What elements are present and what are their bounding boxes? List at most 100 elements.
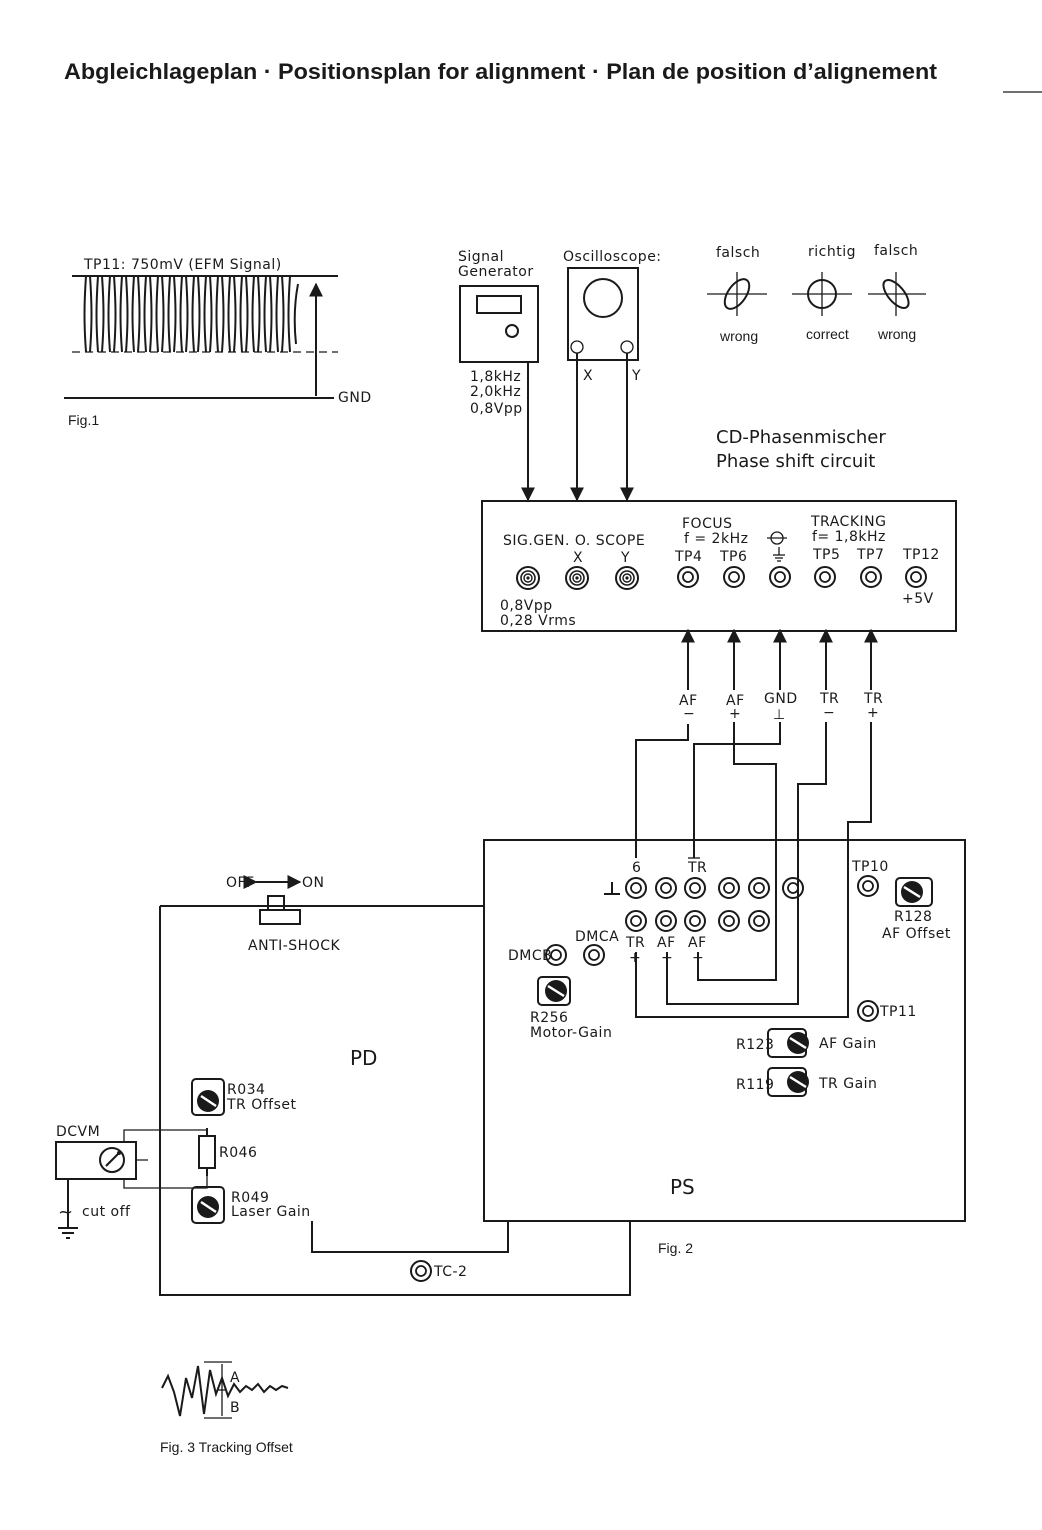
r256-label: R256 xyxy=(530,1010,568,1026)
pad-af-plus-sign: + xyxy=(661,950,673,966)
tp11-label: TP11 xyxy=(879,1004,917,1020)
cable-gnd-sign: ⊥ xyxy=(773,707,786,723)
tracking-label: TRACKING xyxy=(810,514,886,530)
tc2-testpoint[interactable] xyxy=(410,1260,432,1282)
ps-pad-r2-4[interactable] xyxy=(718,910,740,932)
signal-generator: Signal Generator 1,8kHz 2,0kHz 0,8Vpp xyxy=(458,249,539,417)
tracking-waveform xyxy=(161,1365,289,1417)
ps-pad-r2-1[interactable] xyxy=(625,910,647,932)
ps-pad-r1-3[interactable] xyxy=(684,877,706,899)
signal-generator-label-1: Signal xyxy=(458,249,504,265)
fig1-gnd-label: GND xyxy=(338,390,372,406)
bnc-sig-gen[interactable] xyxy=(516,566,540,590)
af-gain-label: AF Gain xyxy=(819,1036,877,1052)
pad-tr-plus-sign: + xyxy=(629,950,641,966)
ps-board: PS 6 TR DMCA DMCB TR + AF + AF − TP10 xyxy=(483,839,966,1222)
ps-pad-r1-4[interactable] xyxy=(718,877,740,899)
r128-label: R128 xyxy=(894,909,932,925)
ground-symbol-icon xyxy=(58,1227,78,1239)
cable-gnd-top: GND xyxy=(764,691,798,707)
fig3-tracking-offset: A B Fig. 3 Tracking Offset xyxy=(160,1361,293,1455)
lissajous-patterns: falsch richtig falsch wrong correct wron… xyxy=(707,243,926,344)
motor-gain-label: Motor-Gain xyxy=(530,1025,612,1041)
tr-offset-label: TR Offset xyxy=(226,1097,297,1113)
trimpot-r123[interactable] xyxy=(767,1028,809,1058)
fig3-caption: Fig. 3 Tracking Offset xyxy=(160,1439,293,1455)
phase-x-label: X xyxy=(573,550,583,566)
pd-label: PD xyxy=(350,1046,377,1070)
anti-shock-switch[interactable] xyxy=(259,895,301,925)
ps-pad-r2-2[interactable] xyxy=(655,910,677,932)
ps-pad-r1-5[interactable] xyxy=(748,877,770,899)
ground-symbol-icon xyxy=(604,882,620,895)
tp7-label: TP7 xyxy=(856,547,884,563)
page-title: Abgleichlageplan · Positionsplan for ali… xyxy=(64,59,938,84)
tp10-label: TP10 xyxy=(851,859,889,875)
jack-tp7[interactable] xyxy=(860,566,882,588)
jack-tp4[interactable] xyxy=(677,566,699,588)
falsch-left-label: falsch xyxy=(716,245,760,261)
r049-label: R049 xyxy=(231,1190,269,1206)
cable-af-minus-top: AF xyxy=(679,693,698,709)
lissajous-wrong-right xyxy=(868,272,926,316)
laser-gain-label: Laser Gain xyxy=(231,1204,311,1220)
lissajous-wrong-left xyxy=(707,272,767,316)
r046-label: R046 xyxy=(219,1145,257,1161)
jack-tp5[interactable] xyxy=(814,566,836,588)
tp10-pad[interactable] xyxy=(857,875,879,897)
ps-pad-r2-5[interactable] xyxy=(748,910,770,932)
trimpot-r034[interactable] xyxy=(191,1078,225,1116)
oscilloscope: Oscilloscope: X Y xyxy=(563,249,661,384)
pad-af-minus-sign: − xyxy=(692,950,704,966)
jack-gnd[interactable] xyxy=(769,566,791,588)
cable-wiring xyxy=(635,722,872,1018)
gen-setting-3: 0,8Vpp xyxy=(470,401,523,417)
ps-label: PS xyxy=(670,1175,695,1199)
trimpot-r128[interactable] xyxy=(895,877,933,907)
tp5-label: TP5 xyxy=(812,547,840,563)
ps-pad-r1-1[interactable] xyxy=(625,877,647,899)
dmca-pad[interactable] xyxy=(583,944,605,966)
probe-cables xyxy=(521,353,634,502)
phase-title-de: CD-Phasenmischer xyxy=(716,427,886,448)
plus5v-label: +5V xyxy=(902,591,934,607)
cable-arrows xyxy=(681,628,878,690)
fig1-label: TP11: 750mV (EFM Signal) xyxy=(83,257,282,273)
bnc-scope-x[interactable] xyxy=(565,566,589,590)
trimpot-r256[interactable] xyxy=(536,975,572,1007)
fig3-a-label: A xyxy=(230,1370,240,1386)
phase-level-2: 0,28 Vrms xyxy=(500,613,576,629)
ps-pad-r1-2[interactable] xyxy=(655,877,677,899)
ground-symbol-icon xyxy=(773,547,785,562)
cable-tr-minus-sign: − xyxy=(823,705,835,721)
falsch-right-label: falsch xyxy=(874,243,918,259)
cable-af-plus-sign: + xyxy=(729,706,741,722)
on-label: ON xyxy=(302,875,325,891)
gen-setting-2: 2,0kHz xyxy=(470,384,521,400)
jack-tp6[interactable] xyxy=(723,566,745,588)
pd-board: PD OFF ON ANTI-SHOCK R034 TR Offset R046… xyxy=(159,875,631,1296)
ps-pad-r1-6[interactable] xyxy=(782,877,804,899)
focus-label: FOCUS xyxy=(682,516,732,532)
dmca-label: DMCA xyxy=(575,929,619,945)
fig2-caption: Fig. 2 xyxy=(658,1240,693,1256)
richtig-label: richtig xyxy=(808,244,856,260)
ps-pad-r2-3[interactable] xyxy=(684,910,706,932)
dcvm-label: DCVM xyxy=(56,1124,100,1140)
trimpot-r049[interactable] xyxy=(191,1186,225,1224)
efm-eye-pattern xyxy=(83,275,299,353)
phase-level-1: 0,8Vpp xyxy=(500,598,553,614)
phase-knob-icon xyxy=(767,531,787,545)
bnc-scope-y[interactable] xyxy=(615,566,639,590)
phase-title-en: Phase shift circuit xyxy=(716,451,875,472)
phase-shift-box: SIG.GEN. O. SCOPE X Y 0,8Vpp 0,28 Vrms F… xyxy=(481,500,957,632)
tp6-label: TP6 xyxy=(719,549,747,565)
cable-af-minus-sign: − xyxy=(683,706,695,722)
trimpot-r119[interactable] xyxy=(767,1067,809,1097)
correct-label: correct xyxy=(806,326,849,342)
tp11-pad[interactable] xyxy=(857,1000,879,1022)
jack-tp12[interactable] xyxy=(905,566,927,588)
fig1-caption: Fig.1 xyxy=(68,412,99,428)
